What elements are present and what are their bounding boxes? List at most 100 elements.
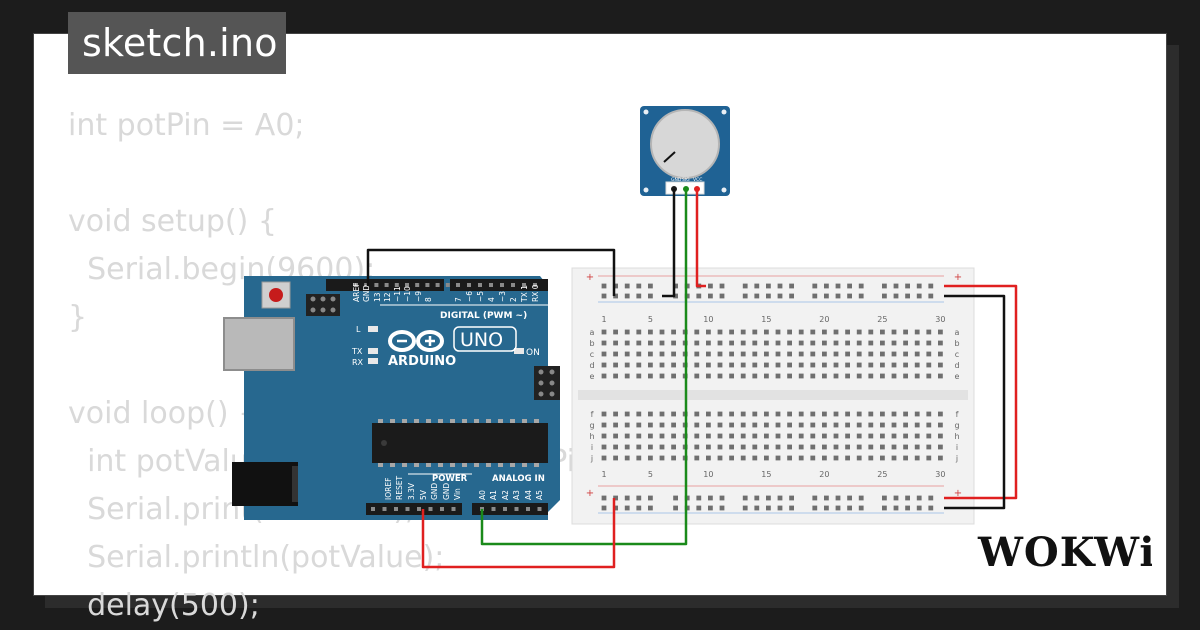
breadboard-hole[interactable] — [624, 411, 630, 417]
breadboard-hole[interactable] — [787, 351, 792, 357]
breadboard-hole[interactable] — [856, 329, 862, 335]
rail-hole[interactable] — [789, 283, 794, 289]
rail-hole[interactable] — [916, 505, 922, 511]
breadboard-hole[interactable] — [671, 362, 676, 368]
breadboard-hole[interactable] — [648, 373, 653, 379]
breadboard-hole[interactable] — [671, 411, 676, 417]
breadboard-hole[interactable] — [601, 329, 607, 335]
breadboard-hole[interactable] — [729, 444, 734, 450]
breadboard-hole[interactable] — [706, 455, 711, 461]
wire-rail-minus-bridge[interactable] — [944, 294, 1006, 510]
breadboard-hole[interactable] — [717, 329, 723, 335]
rail-hole[interactable] — [719, 505, 725, 511]
breadboard-hole[interactable] — [845, 422, 850, 428]
rail-hole[interactable] — [882, 293, 887, 299]
breadboard-hole[interactable] — [833, 455, 839, 461]
breadboard-hole[interactable] — [729, 422, 734, 428]
header-pin[interactable] — [500, 283, 504, 287]
breadboard-hole[interactable] — [914, 351, 920, 357]
rail-hole[interactable] — [708, 293, 713, 299]
breadboard-hole[interactable] — [752, 433, 758, 439]
wire-gnd-arduino-to-rail[interactable] — [366, 248, 616, 296]
breadboard-hole[interactable] — [613, 444, 618, 450]
breadboard-hole[interactable] — [706, 373, 711, 379]
breadboard-hole[interactable] — [856, 362, 862, 368]
breadboard-hole[interactable] — [613, 329, 618, 335]
breadboard-hole[interactable] — [938, 362, 943, 368]
breadboard-hole[interactable] — [810, 340, 816, 346]
breadboard-hole[interactable] — [671, 351, 676, 357]
breadboard-hole[interactable] — [775, 329, 781, 335]
wire-5v-to-rail[interactable] — [421, 498, 616, 569]
breadboard-hole[interactable] — [775, 362, 781, 368]
breadboard-hole[interactable] — [938, 340, 943, 346]
rail-hole[interactable] — [601, 293, 607, 299]
header-pin[interactable] — [511, 283, 515, 287]
breadboard-hole[interactable] — [845, 351, 850, 357]
breadboard-hole[interactable] — [671, 433, 676, 439]
breadboard-hole[interactable] — [694, 373, 700, 379]
breadboard-hole[interactable] — [880, 351, 885, 357]
breadboard-hole[interactable] — [914, 433, 920, 439]
header-pin[interactable] — [478, 283, 482, 287]
breadboard-hole[interactable] — [926, 373, 932, 379]
breadboard-hole[interactable] — [717, 362, 723, 368]
breadboard-hole[interactable] — [601, 362, 607, 368]
breadboard-hole[interactable] — [613, 422, 618, 428]
breadboard-hole[interactable] — [880, 329, 885, 335]
breadboard-hole[interactable] — [868, 340, 874, 346]
breadboard-hole[interactable] — [659, 411, 665, 417]
rail-hole[interactable] — [824, 283, 829, 289]
breadboard-hole[interactable] — [798, 351, 804, 357]
rail-hole[interactable] — [754, 293, 760, 299]
rail-hole[interactable] — [882, 283, 887, 289]
breadboard-hole[interactable] — [822, 329, 827, 335]
breadboard-hole[interactable] — [717, 340, 723, 346]
breadboard-hole[interactable] — [613, 351, 618, 357]
header-pin[interactable] — [533, 283, 537, 287]
breadboard-hole[interactable] — [787, 444, 792, 450]
breadboard-hole[interactable] — [764, 373, 769, 379]
breadboard-hole[interactable] — [659, 362, 665, 368]
rail-hole[interactable] — [696, 505, 702, 511]
breadboard-hole[interactable] — [636, 433, 642, 439]
rail-hole[interactable] — [928, 293, 934, 299]
breadboard-hole[interactable] — [752, 351, 758, 357]
breadboard-hole[interactable] — [891, 444, 897, 450]
breadboard-hole[interactable] — [903, 351, 908, 357]
breadboard-hole[interactable] — [706, 362, 711, 368]
rail-hole[interactable] — [824, 293, 829, 299]
rail-hole[interactable] — [777, 293, 783, 299]
breadboard-hole[interactable] — [787, 340, 792, 346]
header-pin[interactable] — [354, 283, 358, 287]
breadboard-hole[interactable] — [752, 362, 758, 368]
breadboard-hole[interactable] — [787, 329, 792, 335]
breadboard-hole[interactable] — [636, 455, 642, 461]
breadboard-hole[interactable] — [914, 455, 920, 461]
breadboard-hole[interactable] — [648, 444, 653, 450]
rail-hole[interactable] — [789, 293, 794, 299]
breadboard-hole[interactable] — [740, 329, 746, 335]
breadboard-hole[interactable] — [636, 362, 642, 368]
breadboard-hole[interactable] — [601, 351, 607, 357]
rail-hole[interactable] — [754, 495, 760, 501]
breadboard-hole[interactable] — [798, 455, 804, 461]
breadboard-hole[interactable] — [706, 351, 711, 357]
breadboard-hole[interactable] — [764, 340, 769, 346]
header-pin[interactable] — [503, 507, 507, 511]
rail-hole[interactable] — [928, 495, 934, 501]
rail-hole[interactable] — [789, 495, 794, 501]
breadboard-hole[interactable] — [868, 444, 874, 450]
breadboard-hole[interactable] — [706, 329, 711, 335]
breadboard-hole[interactable] — [833, 444, 839, 450]
breadboard-hole[interactable] — [659, 373, 665, 379]
breadboard-hole[interactable] — [845, 411, 850, 417]
breadboard-hole[interactable] — [914, 444, 920, 450]
rail-hole[interactable] — [916, 495, 922, 501]
breadboard-hole[interactable] — [659, 444, 665, 450]
breadboard-hole[interactable] — [648, 340, 653, 346]
breadboard-hole[interactable] — [624, 455, 630, 461]
potentiometer[interactable]: GND SIG VCC — [640, 106, 730, 196]
breadboard-hole[interactable] — [938, 373, 943, 379]
breadboard-hole[interactable] — [671, 455, 676, 461]
